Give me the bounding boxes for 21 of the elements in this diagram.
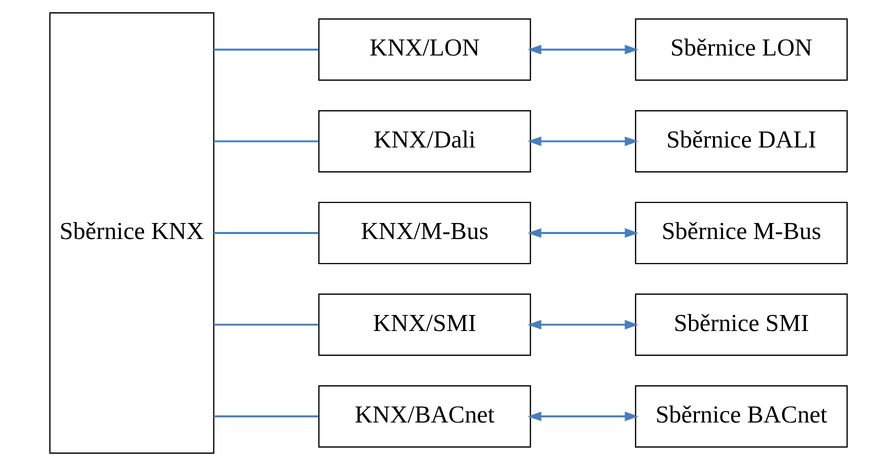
arrow bbox=[527, 412, 638, 422]
connector bbox=[213, 140, 318, 142]
node-box: Sběrnice SMI bbox=[634, 294, 848, 356]
arrow bbox=[527, 228, 638, 238]
node-box: KNX/BACnet bbox=[318, 385, 531, 448]
node-box: Sběrnice KNX bbox=[48, 12, 214, 454]
node-box: Sběrnice BACnet bbox=[634, 385, 848, 448]
arrow bbox=[527, 320, 638, 330]
connector bbox=[213, 232, 318, 234]
node-box: KNX/LON bbox=[318, 18, 531, 81]
connector bbox=[213, 48, 318, 51]
node-box: Sběrnice M-Bus bbox=[634, 202, 848, 264]
arrow bbox=[527, 136, 638, 146]
node-box: KNX/M-Bus bbox=[318, 202, 531, 264]
connector bbox=[213, 324, 318, 326]
node-box: KNX/SMI bbox=[318, 294, 531, 356]
node-box: Sběrnice DALI bbox=[634, 110, 848, 172]
arrow bbox=[527, 44, 638, 54]
connector bbox=[213, 415, 318, 418]
node-box: KNX/Dali bbox=[318, 110, 531, 172]
node-box: Sběrnice LON bbox=[634, 18, 848, 81]
